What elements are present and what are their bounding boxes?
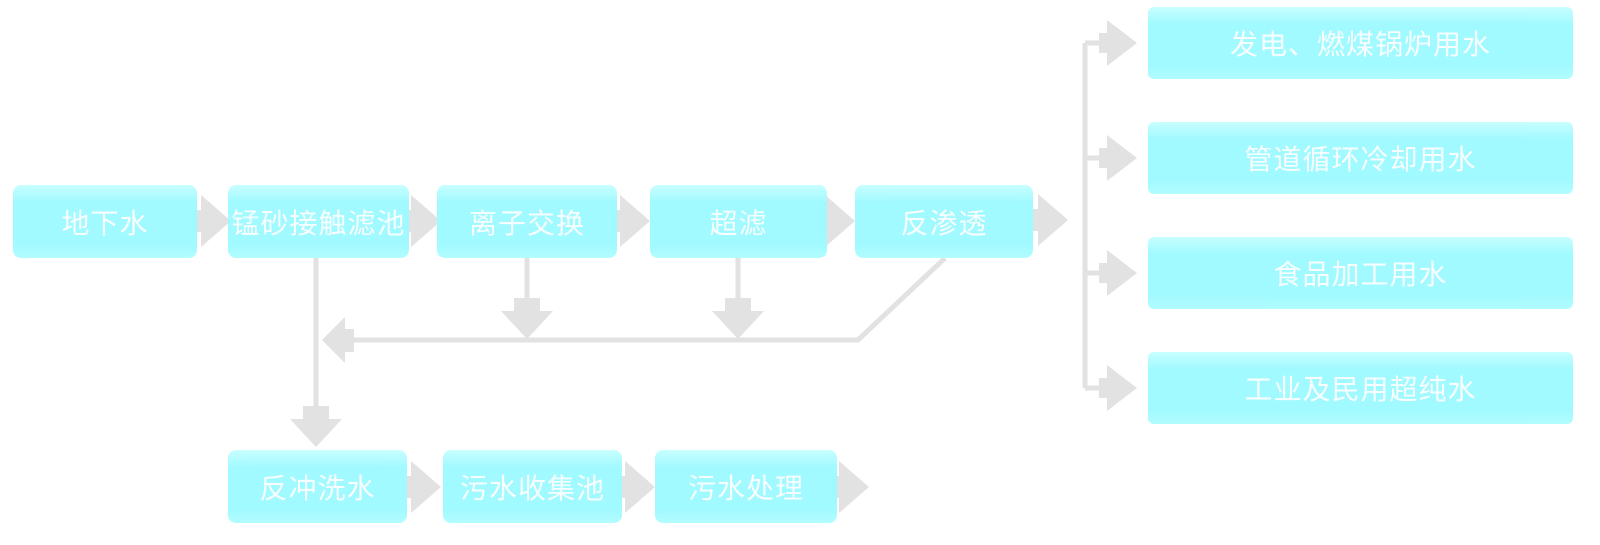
node-backwash-water-label: 反冲洗水 [259, 471, 376, 505]
node-ion-exchange: 离子交换 [437, 185, 617, 258]
node-output-food-processing-water-label: 食品加工用水 [1273, 258, 1448, 291]
arrow-reverse-osmosis-to-outputs [1030, 194, 1068, 246]
node-manganese-sand-filter-label: 锰砂接触滤池 [231, 206, 406, 240]
arrow-into-backwash [290, 406, 342, 447]
node-output-food-processing-water: 食品加工用水 [1148, 237, 1573, 309]
node-reverse-osmosis: 反渗透 [855, 185, 1033, 258]
node-groundwater: 地下水 [13, 185, 197, 258]
node-sewage-treatment-label: 污水处理 [687, 471, 804, 505]
node-groundwater-label: 地下水 [61, 206, 149, 240]
node-ion-exchange-label: 离子交换 [468, 206, 585, 240]
arrow-collector-left [322, 317, 354, 363]
arrow-ion-exchange-to-ultrafiltration [612, 195, 650, 247]
line-collector-and-drain [352, 256, 947, 343]
node-output-pipeline-cooling-water-label: 管道循环冷却用水 [1244, 143, 1477, 176]
node-sewage-collection-pool-label: 污水收集池 [459, 471, 605, 505]
arrow-to-output-ultrapure [1099, 365, 1137, 411]
arrow-to-output-food-processing [1099, 250, 1137, 296]
node-manganese-sand-filter: 锰砂接触滤池 [228, 185, 409, 258]
node-output-ultrapure-water-label: 工业及民用超纯水 [1244, 373, 1477, 406]
node-sewage-treatment: 污水处理 [655, 450, 837, 523]
node-sewage-collection-pool: 污水收集池 [443, 450, 622, 523]
arrow-to-output-pipeline-cooling [1099, 135, 1137, 181]
arrow-ion-exchange-drop [501, 298, 553, 339]
node-output-ultrapure-water: 工业及民用超纯水 [1148, 352, 1573, 424]
node-ultrafiltration: 超滤 [650, 185, 827, 258]
node-backwash-water: 反冲洗水 [228, 450, 407, 523]
node-reverse-osmosis-label: 反渗透 [900, 206, 988, 240]
node-output-power-boiler-water: 发电、燃煤锅炉用水 [1148, 7, 1573, 79]
arrow-sewage-pool-to-treatment [617, 461, 655, 513]
arrow-filter-to-ion-exchange [403, 195, 441, 247]
node-output-pipeline-cooling-water: 管道循环冷却用水 [1148, 122, 1573, 194]
arrow-to-output-power-boiler [1099, 20, 1137, 66]
arrow-ultrafiltration-drop [712, 298, 764, 339]
arrow-backwash-to-sewage-pool [403, 461, 441, 513]
node-output-power-boiler-water-label: 发电、燃煤锅炉用水 [1229, 28, 1491, 61]
node-ultrafiltration-label: 超滤 [709, 206, 768, 240]
arrow-groundwater-to-filter [193, 195, 231, 247]
arrow-sewage-treatment-out [831, 461, 869, 513]
